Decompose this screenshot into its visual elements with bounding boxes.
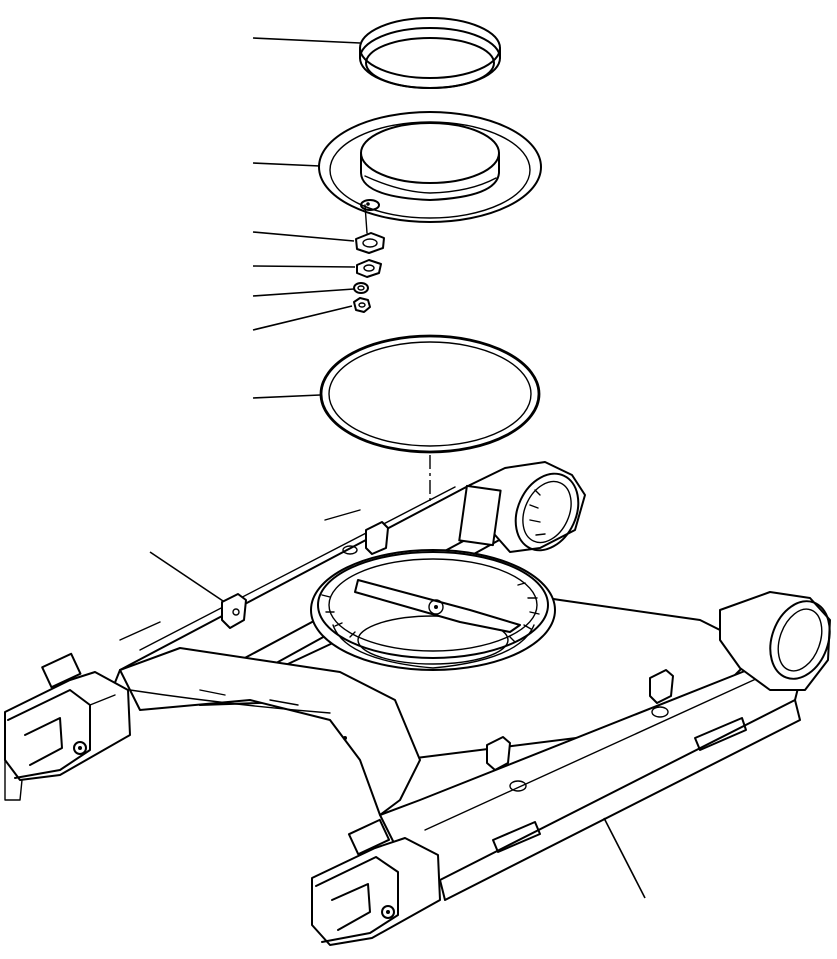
part-bolt-mount [221,593,247,629]
leader-line-track-frame [603,817,646,899]
part-seal-cover [318,111,542,223]
part-nut [353,297,371,313]
part-track-frame [4,461,831,946]
leader-line-nut [252,305,353,331]
part-o-ring [319,334,541,454]
part-washer [353,282,369,294]
part-dust-seal-ring [359,17,501,89]
part-shim [356,259,382,278]
leader-line-seal-cover [252,162,321,167]
leader-line-plate [252,231,355,242]
leader-line-dust-seal-ring [252,37,361,44]
part-plate [355,204,385,254]
leader-line-washer [252,288,355,297]
leader-line-bolt-mount [149,551,227,604]
leader-line-o-ring [252,394,321,399]
leader-lines [149,37,646,899]
leader-line-shim [252,265,356,268]
